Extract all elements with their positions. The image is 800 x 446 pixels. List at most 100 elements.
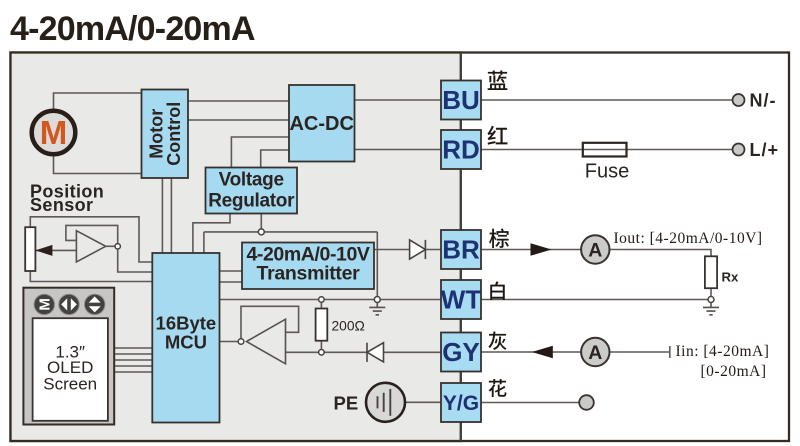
ammeter-icon-iin: A [580,336,611,368]
iin-annotation-1: Iin: [4-20mA] [676,343,770,360]
wiper-arrow-icon [35,244,53,256]
resistor-200-icon [314,307,329,342]
wire-label-cn-flower: 花 [488,378,507,397]
up-down-button[interactable] [84,293,106,316]
svg-text:A: A [588,239,602,261]
transmitter-block [241,241,375,290]
earth-icon [364,381,407,424]
terminal-bu [440,79,482,121]
menu-button-icon: M [37,298,54,311]
voltage-regulator-block [204,166,298,215]
voltage-regulator-label-2: Regulator [208,190,295,211]
mcu-label-2: MCU [165,332,207,353]
ac-dc-label: AC-DC [289,113,353,135]
up-arrow-icon [88,296,101,303]
wire-meter-rx [609,248,712,257]
oled-screen-label-3: Screen [43,375,97,394]
terminal-wt [440,279,482,320]
wire-buffer1-feedback [65,224,119,244]
iout-annotation: Iout: [4-20mA/0-10V] [614,230,763,247]
terminal-gy-label: GY [442,337,480,367]
terminal-blocks: BU RD BR WT GY Y/G [440,79,482,423]
fuse-icon [581,141,628,158]
wire-oled-bus [114,347,153,373]
rx-label: Rx [722,270,740,285]
iout-arrow-icon [530,243,552,256]
ammeter-icon-iout: A [580,234,611,265]
svg-text:Motor: Motor [147,109,167,159]
wires-internal [29,92,441,404]
down-arrow-icon [88,306,101,313]
wire-label-cn-white: 白 [490,281,505,300]
svg-text:A: A [588,342,602,364]
wire-vr-mcu-1 [192,213,231,253]
left-arrow-icon [61,298,68,311]
position-sensor-label-2: Sensor [30,195,93,215]
junction-node-ground [373,295,382,304]
terminal-br [440,229,482,270]
wire-buffer1-mcu [116,249,153,273]
wire-motor-bottom [52,155,142,175]
position-sensor-label-1: Position [30,182,104,202]
wire-label-cn-brown: 棕 [489,228,509,248]
transmitter-label-1: 4-20mA/0-10V [246,243,369,265]
oled-module: M 1.3″ OLED Screen [22,286,116,426]
resistor-200-label: 200Ω [332,319,365,334]
oled-screen-label-1: 1.3″ [55,343,85,362]
right-arrow-icon [70,298,77,311]
oled-screen-label-2: OLED [47,358,93,377]
ac-dc-block [288,84,356,163]
wire-motor-top [52,92,142,110]
rx-resistor-icon [704,255,719,290]
opamp-icon-position [75,229,122,264]
mcu-block [151,252,221,424]
wire-label-cn-red: 红 [487,125,508,145]
fuse-label: Fuse [585,161,629,183]
mcu-label-1: 16Byte [156,313,217,334]
svg-text:Control: Control [164,102,184,166]
junction-node-r200-bottom [317,348,325,356]
motor-control-block [140,88,189,179]
transmitter-label-2: Transmitter [257,263,361,285]
terminal-br-label: BR [442,234,480,264]
terminal-rd-label: RD [442,134,480,164]
n-wire-label: N/- [750,91,777,111]
ground-icon-rx [703,302,719,316]
pe-label: PE [334,393,359,414]
motor-control-label: Motor Control [147,102,185,166]
voltage-regulator-label-1: Voltage [219,170,284,191]
wire-pot-top-mcu [29,216,153,263]
wire-vr-acdc-1 [230,136,289,168]
wire-buffer2-feedback [240,305,300,339]
potentiometer-icon [24,226,53,272]
l-wire-label: L/+ [750,140,780,160]
wire-pot-bottom-mcu [29,271,153,283]
left-right-button[interactable] [58,293,80,316]
motor-letter: M [40,114,68,151]
page-title: 4-20mA/0-20mA [10,10,255,48]
yg-wire-endpoint [578,394,595,411]
terminal-wt-label: WT [441,284,482,314]
l-wire-endpoint [731,142,746,157]
terminal-yg-label: Y/G [443,392,479,415]
junction-node-vr [257,228,266,236]
wire-vr-acdc-2 [259,149,289,168]
menu-button[interactable]: M [33,293,55,316]
motor-icon: M [29,108,78,157]
wire-label-cn-gray: 灰 [488,331,507,350]
terminal-rd [440,129,482,170]
iin-arrow-icon [531,345,553,359]
iin-annotation-2: [0-20mA] [701,363,767,380]
junction-node-rx [707,295,715,304]
ground-icon-internal [369,302,386,316]
opamp-icon-input [237,317,287,366]
junction-node-r200-top [317,295,325,304]
oled-screen [31,317,109,422]
terminal-gy [440,331,482,373]
n-wire-endpoint [731,93,746,107]
diode-icon-br [408,238,427,261]
terminal-yg [440,382,482,423]
wire-label-cn-blue: 蓝 [487,70,508,91]
